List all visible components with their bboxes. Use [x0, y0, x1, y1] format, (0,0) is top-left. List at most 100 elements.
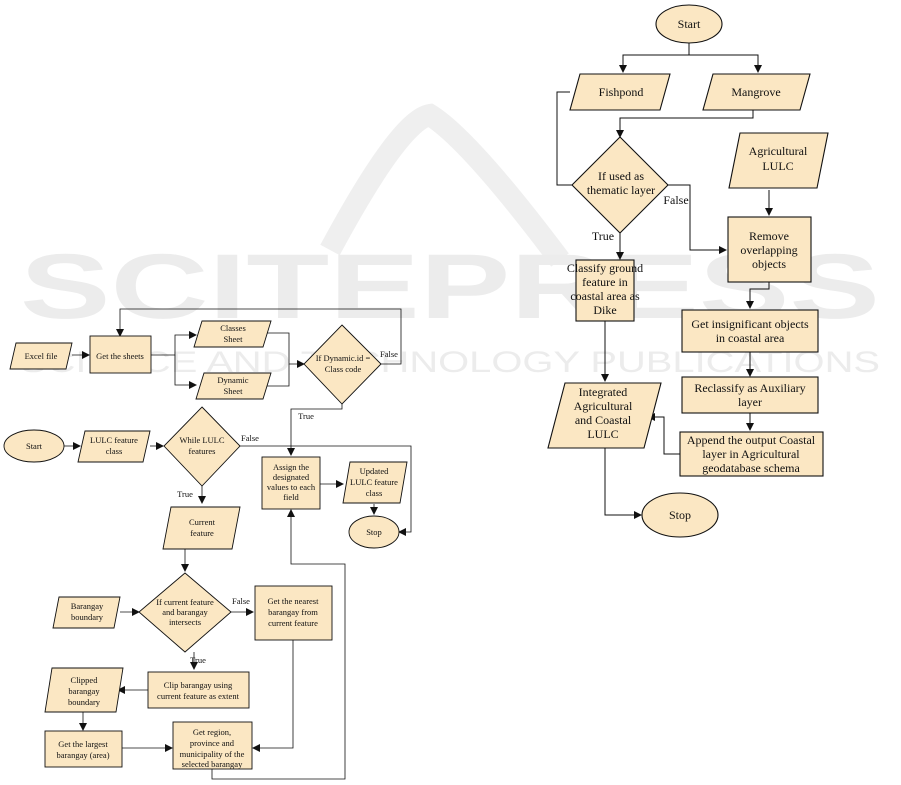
left-stop-label: Stop [366, 527, 382, 537]
nearest-label-3: current feature [268, 618, 318, 628]
largest-barangay-process [44, 730, 123, 768]
agricultural-label-2: LULC [762, 159, 793, 173]
true-label: True [592, 229, 614, 243]
assign-label-1: Assign the [273, 462, 309, 472]
integrated-label-2: Agricultural [574, 399, 633, 413]
left-text: Excel file Get the sheets Classes Sheet … [25, 323, 399, 769]
while-label-1: While LULC [179, 435, 224, 445]
dyn-decision-label-1: If Dynamic.id = [316, 353, 371, 363]
while-label-2: features [189, 446, 216, 456]
reclassify-auxiliary-process [681, 376, 819, 414]
dyn-false-label: False [380, 349, 398, 359]
left-stop-terminal [348, 515, 400, 549]
right-stop-label: Stop [669, 508, 691, 522]
excel-file-label: Excel file [25, 351, 58, 361]
intersect-label-3: intersects [169, 617, 201, 627]
right-stop-terminal [641, 492, 719, 538]
nearest-label-2: barangay from [268, 607, 318, 617]
lulc-class-label-2: class [106, 446, 123, 456]
clipped-label-3: boundary [68, 697, 101, 707]
insignificant-label-2: in coastal area [716, 331, 785, 345]
integrated-label-1: Integrated [579, 385, 628, 399]
clip-label-2: current feature as extent [157, 691, 240, 701]
intersects-decision [138, 572, 232, 653]
region-label-2: province and [190, 738, 235, 748]
dyn-true-label: True [298, 411, 314, 421]
clipped-boundary-io [44, 667, 124, 713]
region-label-1: Get region, [193, 727, 231, 737]
get-sheets-process [89, 335, 152, 374]
assign-values-process [261, 456, 321, 510]
region-province-process [172, 721, 253, 770]
mangrove-io [702, 73, 811, 111]
right-shapes [547, 4, 829, 538]
integrated-label-3: and Coastal [575, 413, 632, 427]
remove-label-2: overlapping [740, 243, 797, 257]
left-start-terminal [3, 429, 65, 463]
excel-file-io [9, 342, 73, 370]
classify-label-3: coastal area as [570, 289, 640, 303]
dynamic-id-decision [303, 324, 382, 405]
thematic-label-2: thematic layer [587, 183, 655, 197]
largest-label-2: barangay (area) [56, 750, 109, 760]
right-connectors [556, 43, 773, 519]
dynamic-sheet-label-2: Sheet [224, 386, 244, 396]
region-label-4: selected barangay [182, 759, 243, 769]
while-lulc-decision [163, 406, 241, 487]
reclassify-label-1: Reclassify as Auxiliary [694, 381, 805, 395]
clipped-label-2: barangay [68, 686, 100, 696]
mangrove-label: Mangrove [731, 85, 780, 99]
thematic-label-1: If used as [598, 169, 644, 183]
agricultural-lulc-io [728, 132, 829, 189]
while-false-label: False [241, 433, 259, 443]
right-start-terminal [655, 4, 723, 44]
classes-sheet-label-1: Classes [220, 323, 246, 333]
nearest-label-1: Get the nearest [268, 596, 320, 606]
current-feature-io [162, 506, 241, 550]
remove-label-3: objects [752, 257, 786, 271]
barangay-boundary-io [52, 596, 121, 629]
current-feature-label-1: Current [189, 517, 216, 527]
intersect-label-1: If current feature [156, 597, 214, 607]
fishpond-io [569, 73, 671, 111]
left-connectors [64, 308, 412, 780]
fishpond-label: Fishpond [599, 85, 644, 99]
updated-class-io [342, 461, 408, 504]
updated-label-3: class [366, 488, 383, 498]
left-shapes [3, 320, 408, 770]
dyn-decision-label-2: Class code [325, 364, 362, 374]
lulc-class-label-1: LULC feature [90, 435, 138, 445]
left-start-label: Start [26, 441, 43, 451]
classify-label-2: feature in [582, 275, 628, 289]
current-feature-label-2: feature [190, 528, 214, 538]
clip-barangay-process [147, 671, 250, 709]
intersect-label-2: and barangay [162, 607, 208, 617]
intersect-false-label: False [232, 596, 250, 606]
while-true-label: True [177, 489, 193, 499]
classes-sheet-io [193, 320, 272, 348]
classify-dike-process [575, 259, 635, 322]
append-output-process [679, 431, 824, 477]
append-label-1: Append the output Coastal [687, 433, 816, 447]
integrated-label-4: LULC [587, 427, 618, 441]
barangay-boundary-label-2: boundary [71, 612, 104, 622]
classify-label-1: Classify ground [567, 261, 643, 275]
largest-label-1: Get the largest [58, 739, 108, 749]
right-start-label: Start [678, 17, 701, 31]
nearest-barangay-process [254, 585, 333, 641]
dynamic-sheet-io [195, 372, 272, 400]
reclassify-label-2: layer [738, 395, 762, 409]
assign-label-3: values to each [267, 482, 316, 492]
barangay-boundary-label-1: Barangay [71, 601, 104, 611]
append-label-2: layer in Agricultural [702, 447, 800, 461]
append-label-3: geodatabase schema [702, 461, 800, 475]
updated-label-1: Updated [360, 466, 390, 476]
classify-label-4: Dike [593, 303, 616, 317]
right-text: Start Fishpond Mangrove If used as thema… [567, 17, 816, 522]
clipped-label-1: Clipped [71, 675, 99, 685]
assign-label-4: field [283, 492, 299, 502]
insignificant-objects-process [681, 309, 819, 353]
false-label: False [663, 193, 688, 207]
get-sheets-label: Get the sheets [96, 351, 144, 361]
